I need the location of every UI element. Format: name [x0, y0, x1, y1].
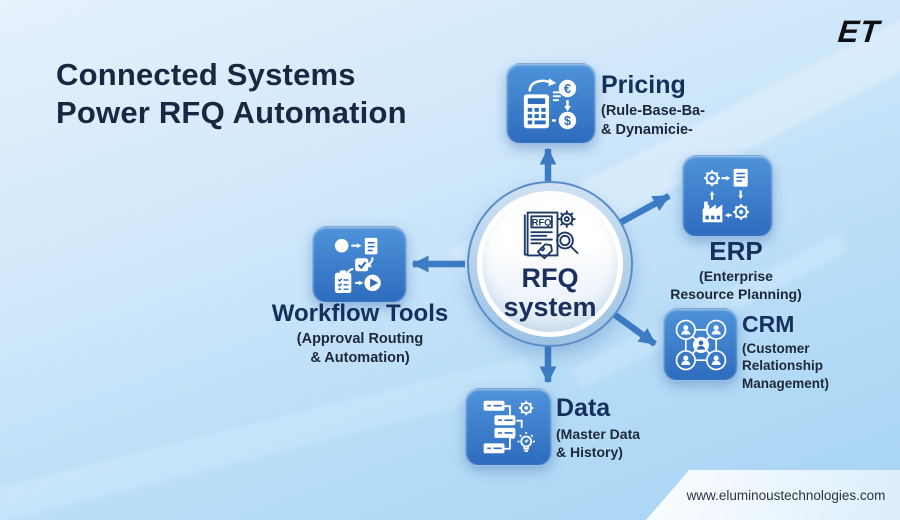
erp-subtitle: (Enterprise Resource Planning)	[670, 268, 802, 302]
workflow-tile	[312, 226, 407, 303]
website-url: www.eluminoustechnologies.com	[686, 487, 886, 503]
page-title: Connected Systems Power RFQ Automation	[56, 56, 407, 132]
euro-glyph: €	[564, 81, 571, 95]
pricing-tile: € $	[506, 63, 596, 144]
erp-title: ERP	[709, 236, 763, 266]
footer-band: www.eluminoustechnologies.com	[646, 470, 900, 520]
erp-tile	[682, 155, 773, 237]
workflow-node: Workflow Tools (Approval Routing & Autom…	[268, 300, 452, 367]
data-subtitle: (Master Data & History)	[556, 426, 641, 461]
calculator-currency-icon: € $	[523, 77, 577, 129]
process-steps-approval-icon	[334, 237, 381, 293]
page-title-line1: Connected Systems	[56, 57, 356, 92]
dollar-glyph: $	[564, 113, 571, 127]
servers-gear-bulb-icon	[483, 400, 535, 454]
rfq-hub: RFQ RFQ system	[467, 181, 633, 347]
rfq-document-search-icon: RFQ	[523, 210, 579, 260]
data-tile	[465, 388, 552, 466]
pricing-title: Pricing	[601, 71, 686, 99]
crm-tile	[663, 308, 738, 381]
arrow-to-crm	[609, 309, 657, 347]
pricing-subtitle: (Rule-Base-Ba- & Dynamicie-	[601, 103, 705, 138]
workflow-subtitle: (Approval Routing & Automation)	[296, 331, 424, 366]
crm-title: CRM	[742, 311, 795, 337]
hub-label: RFQ system	[503, 263, 597, 322]
rfq-icon-label: RFQ	[532, 218, 552, 228]
crm-node: CRM (Customer Relationship Management)	[742, 311, 829, 392]
page-title-line2: Power RFQ Automation	[56, 94, 407, 130]
pricing-node: Pricing (Rule-Base-Ba- & Dynamicie-	[601, 71, 705, 139]
workflow-title: Workflow Tools	[271, 300, 449, 327]
people-network-icon	[675, 319, 726, 370]
rfq-hub-core: RFQ RFQ system	[477, 191, 623, 337]
crm-subtitle: (Customer Relationship Management)	[742, 341, 830, 391]
data-title: Data	[556, 394, 611, 422]
gear-document-factory-cycle-icon	[702, 168, 749, 223]
erp-node: ERP (Enterprise Resource Planning)	[650, 236, 822, 303]
data-node: Data (Master Data & History)	[556, 394, 640, 461]
arrow-to-erp	[614, 193, 671, 228]
